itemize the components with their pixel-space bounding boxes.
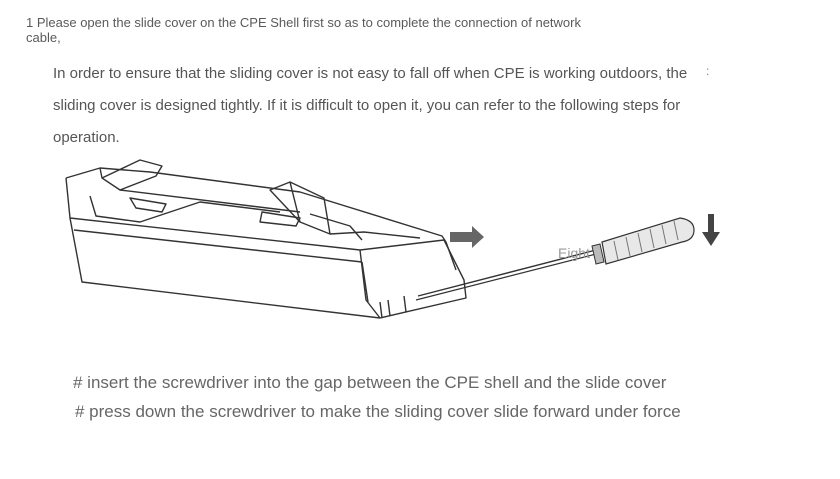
step-heading: 1 Please open the slide cover on the CPE… (26, 15, 646, 45)
intro-paragraph: In order to ensure that the sliding cove… (53, 58, 713, 154)
illustration-label: Eight (558, 245, 590, 261)
heading-line-1: 1 Please open the slide cover on the CPE… (26, 15, 581, 30)
stray-mark: : (706, 64, 710, 78)
intro-line-3: operation. (53, 129, 120, 146)
cpe-shell-illustration: Eight (65, 159, 720, 319)
cpe-shell-drawing (65, 159, 467, 319)
instruction-item: # press down the screwdriver to make the… (75, 402, 681, 421)
intro-line-1: In order to ensure that the sliding cove… (53, 65, 688, 82)
screwdriver-drawing (415, 217, 695, 301)
push-arrow (450, 226, 484, 248)
instruction-item: # insert the screwdriver into the gap be… (73, 373, 667, 392)
heading-line-2: cable, (26, 30, 61, 45)
press-down-arrow (702, 214, 720, 246)
instruction-list: # insert the screwdriver into the gap be… (73, 368, 773, 426)
intro-line-2: sliding cover is designed tightly. If it… (53, 97, 681, 114)
